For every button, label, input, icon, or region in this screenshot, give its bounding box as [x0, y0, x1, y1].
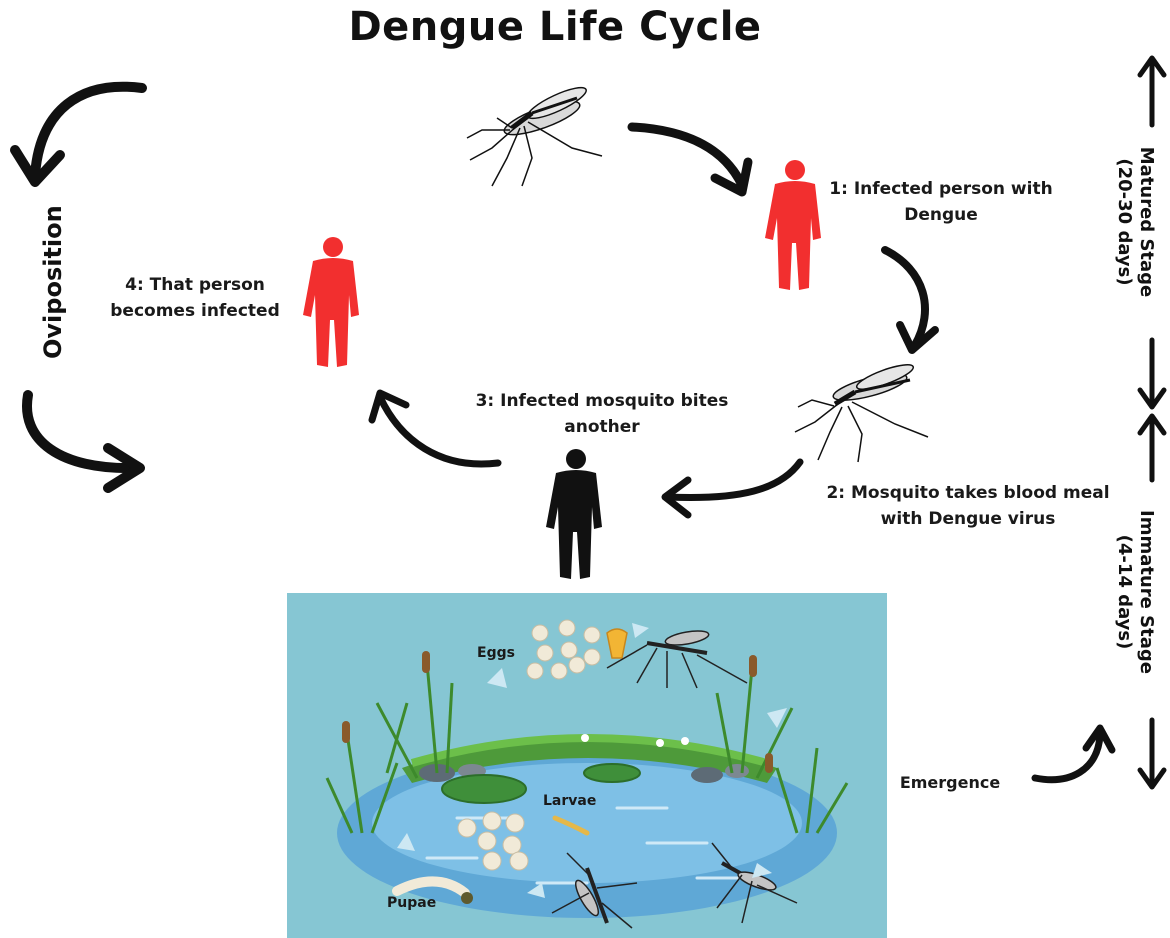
step-2-label: 2: Mosquito takes blood meal with Dengue… — [818, 480, 1118, 532]
matured-stage-title: Matured Stage — [1135, 117, 1157, 327]
immature-stage-label: Immature Stage (4-14 days) — [1113, 487, 1157, 697]
infected-person-icon — [763, 158, 823, 293]
pond-illustration: Eggs Larvae Pupae — [287, 593, 887, 938]
healthy-person-icon — [546, 447, 606, 582]
eggs-label: Eggs — [477, 645, 515, 661]
matured-stage-label: Matured Stage (20-30 days) — [1113, 117, 1157, 327]
immature-stage-title: Immature Stage — [1135, 487, 1157, 697]
oviposition-label: Oviposition — [39, 209, 67, 359]
infected-person-icon — [303, 235, 363, 370]
step-1-label: 1: Infected person with Dengue — [828, 176, 1054, 228]
emergence-label: Emergence — [885, 770, 1015, 796]
mosquito-icon — [462, 78, 612, 188]
step-4-label: 4: That person becomes infected — [80, 272, 310, 324]
immature-stage-days: (4-14 days) — [1113, 487, 1135, 697]
matured-stage-days: (20-30 days) — [1113, 117, 1135, 327]
arrow-mosquito-to-person1 — [632, 127, 742, 185]
larvae-label: Larvae — [543, 793, 596, 809]
pupae-label: Pupae — [387, 895, 436, 911]
step-3-label: 3: Infected mosquito bites another — [472, 388, 732, 440]
mosquito-icon — [790, 362, 930, 462]
